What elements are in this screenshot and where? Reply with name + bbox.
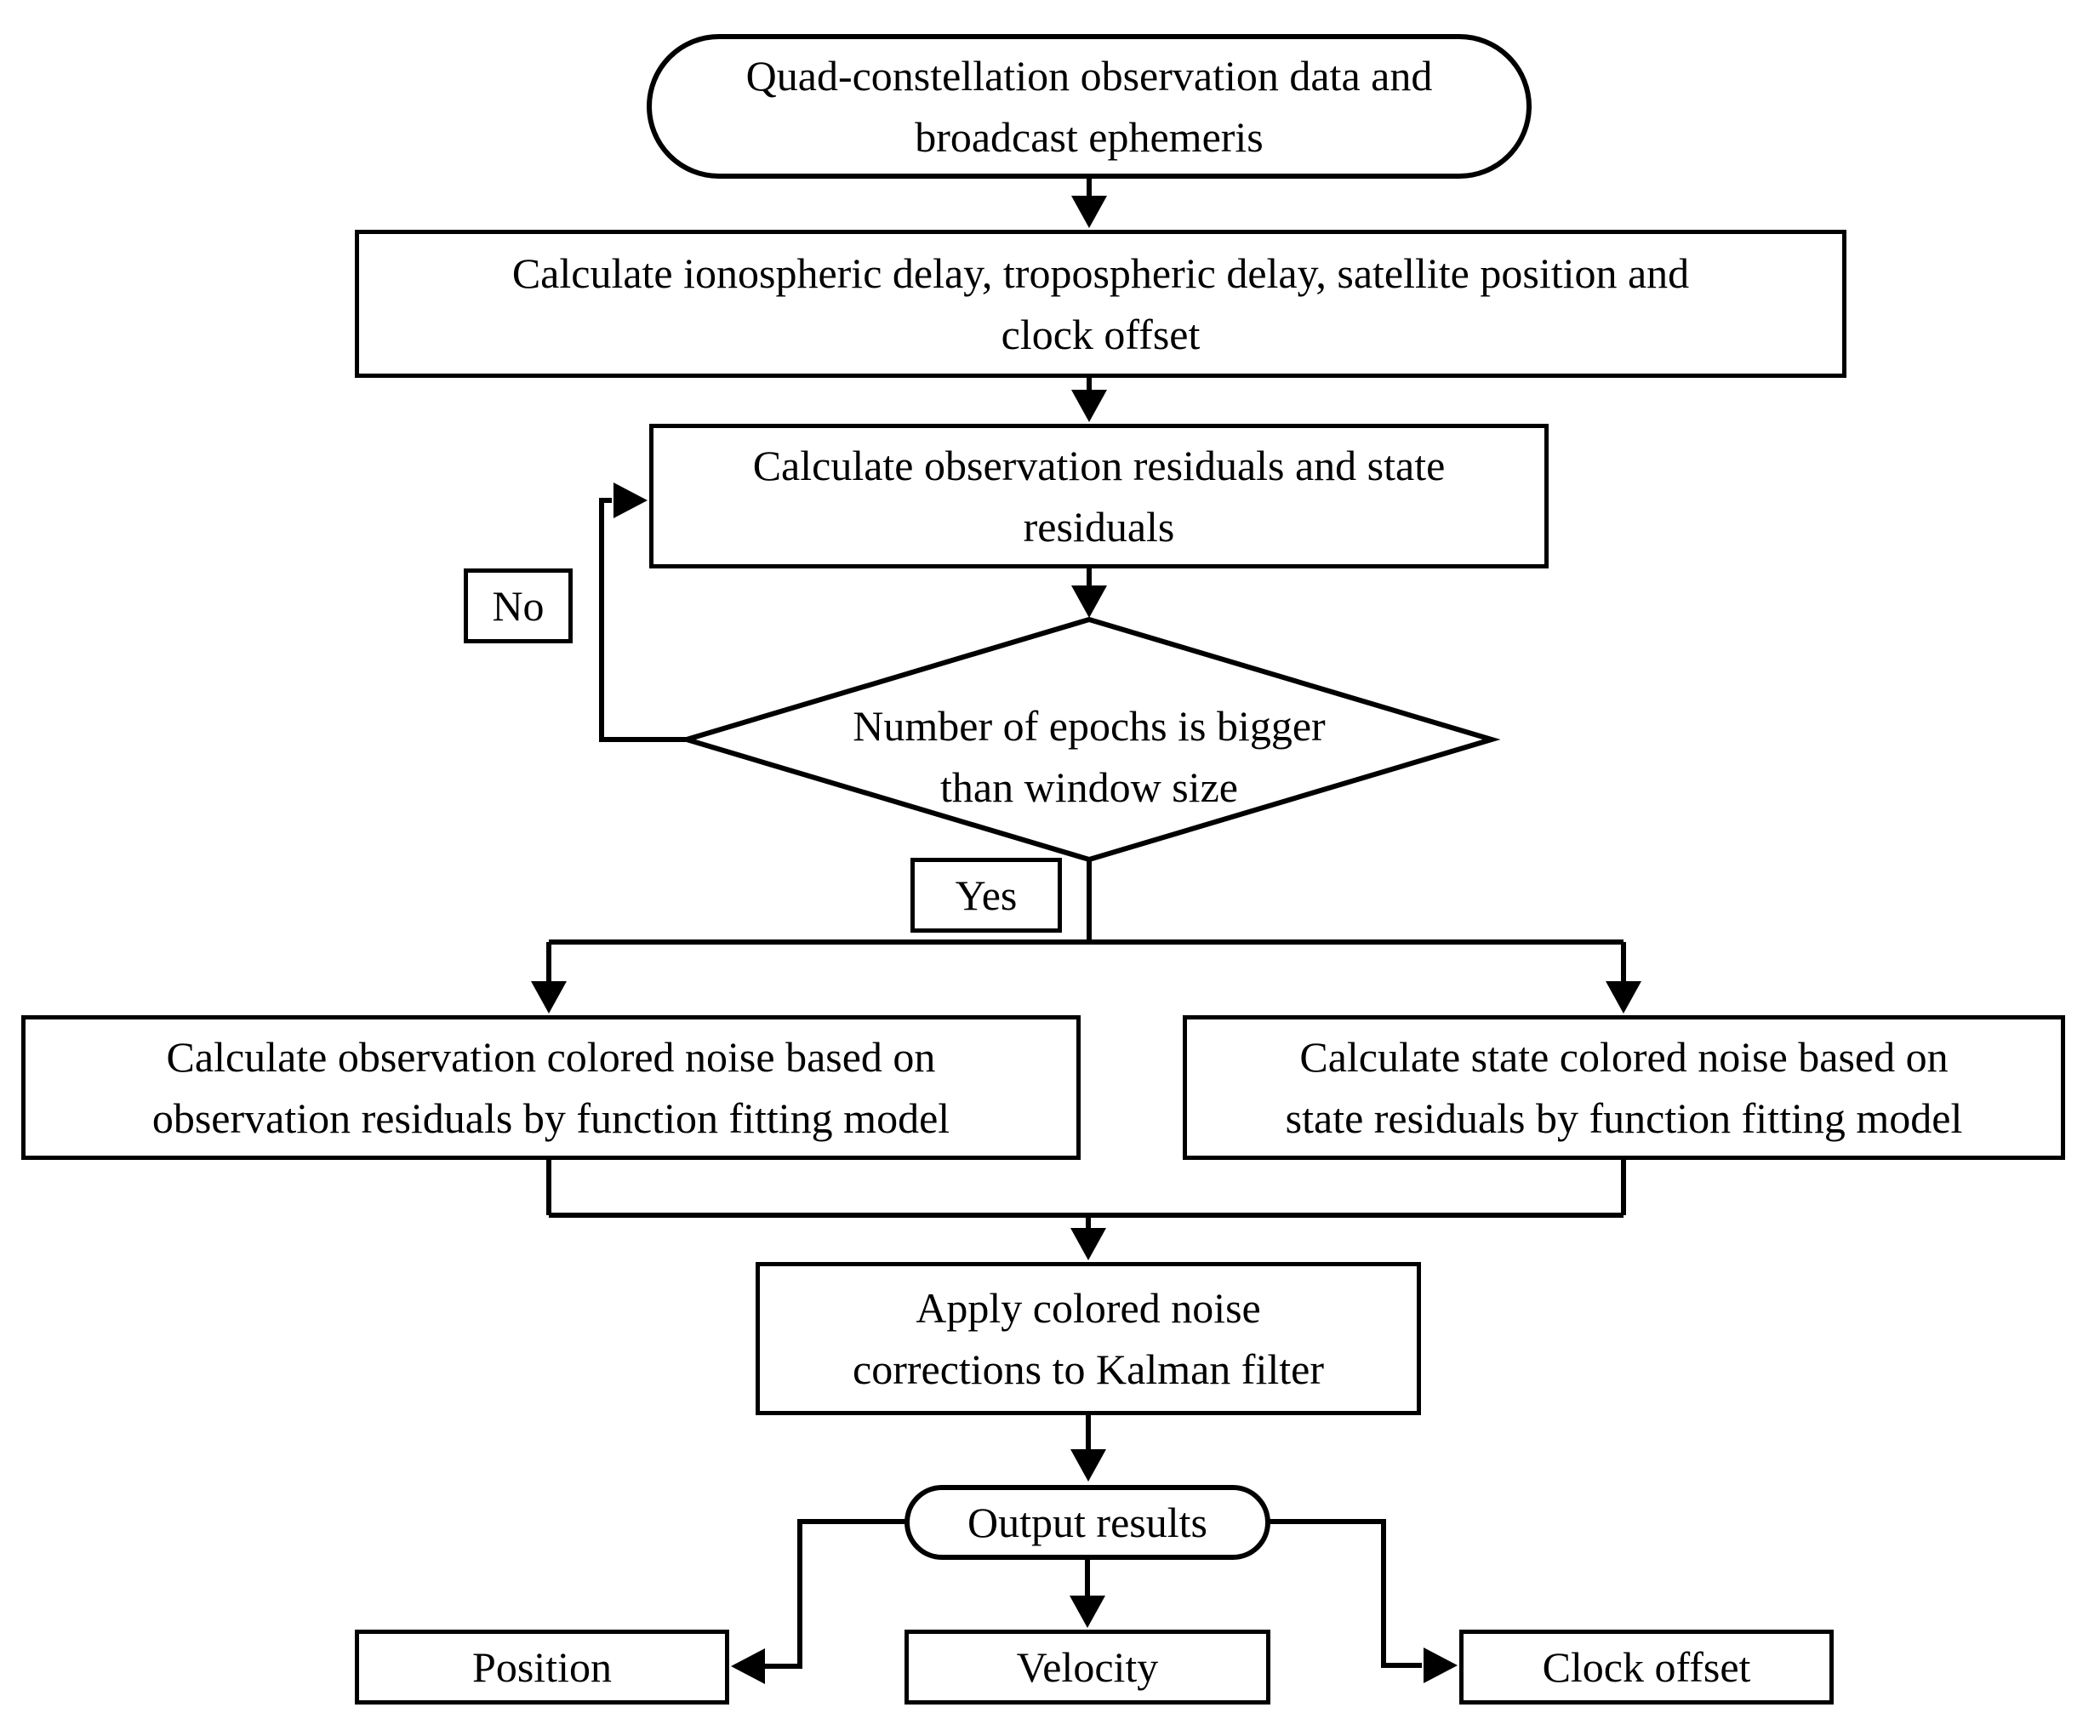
- connector-no-loop: [599, 498, 687, 742]
- arrowhead-output-to-clock: [1424, 1647, 1458, 1683]
- clock-offset-result-node: Clock offset: [1459, 1630, 1834, 1705]
- position-result-node: Position: [355, 1630, 729, 1705]
- residuals-text-line2: residuals: [1023, 503, 1175, 551]
- arrowhead-output-to-velocity: [1070, 1596, 1105, 1628]
- position-result-text: Position: [472, 1643, 612, 1691]
- decision-text-line1: Number of epochs is bigger: [853, 702, 1326, 750]
- apply-corrections-text-line2: corrections to Kalman filter: [853, 1345, 1324, 1393]
- apply-corrections-text-line1: Apply colored noise: [916, 1284, 1261, 1332]
- start-node: Quad-constellation observation data and …: [647, 34, 1532, 179]
- decision-yes-split-lines: [546, 858, 1626, 981]
- yes-edge-label-text: Yes: [955, 871, 1018, 919]
- state-noise-step-node: Calculate state colored noise based on s…: [1183, 1015, 2065, 1160]
- velocity-result-text: Velocity: [1016, 1643, 1159, 1691]
- observation-noise-text-line2: observation residuals by function fittin…: [151, 1094, 950, 1142]
- preprocess-text-line2: clock offset: [1001, 311, 1201, 358]
- decision-diamond-shape: [677, 616, 1501, 863]
- observation-noise-text-line1: Calculate observation colored noise base…: [166, 1033, 936, 1081]
- arrowhead-residuals-to-decision: [1071, 585, 1107, 618]
- merge-lines: [546, 1158, 1626, 1230]
- preprocess-text-line1: Calculate ionospheric delay, tropospheri…: [511, 249, 1690, 297]
- arrowhead-apply-to-output: [1070, 1449, 1106, 1482]
- apply-corrections-step-node: Apply colored noise corrections to Kalma…: [756, 1262, 1421, 1415]
- arrowhead-yes-right-branch: [1606, 981, 1641, 1014]
- output-results-node: Output results: [904, 1485, 1270, 1560]
- clock-offset-result-text: Clock offset: [1542, 1643, 1751, 1691]
- arrowhead-preprocess-to-residuals: [1071, 390, 1107, 422]
- preprocess-step-node: Calculate ionospheric delay, tropospheri…: [355, 230, 1846, 378]
- velocity-result-node: Velocity: [904, 1630, 1270, 1705]
- start-node-text-line1: Quad-constellation observation data and: [745, 52, 1433, 100]
- connector-output-to-position: [763, 1519, 907, 1669]
- connector-output-to-clock: [1268, 1519, 1422, 1668]
- state-noise-text-line1: Calculate state colored noise based on: [1299, 1033, 1949, 1081]
- start-node-text-line2: broadcast ephemeris: [915, 113, 1264, 161]
- no-edge-label-text: No: [492, 582, 545, 630]
- yes-edge-label: Yes: [910, 858, 1062, 933]
- arrowhead-merge-to-apply: [1070, 1228, 1106, 1260]
- arrowhead-yes-left-branch: [531, 981, 567, 1014]
- arrowhead-start-to-preprocess: [1071, 196, 1107, 228]
- arrowhead-output-to-position: [731, 1648, 765, 1684]
- output-results-text: Output results: [967, 1499, 1207, 1546]
- state-noise-text-line2: state residuals by function fitting mode…: [1285, 1094, 1963, 1142]
- residuals-text-line1: Calculate observation residuals and stat…: [752, 442, 1446, 489]
- observation-noise-step-node: Calculate observation colored noise base…: [21, 1015, 1081, 1160]
- decision-text-line2: than window size: [940, 763, 1238, 811]
- no-edge-label: No: [464, 568, 573, 643]
- decision-node-label: Number of epochs is bigger than window s…: [749, 695, 1429, 818]
- arrowhead-no-loop: [613, 483, 648, 518]
- residuals-step-node: Calculate observation residuals and stat…: [649, 424, 1549, 568]
